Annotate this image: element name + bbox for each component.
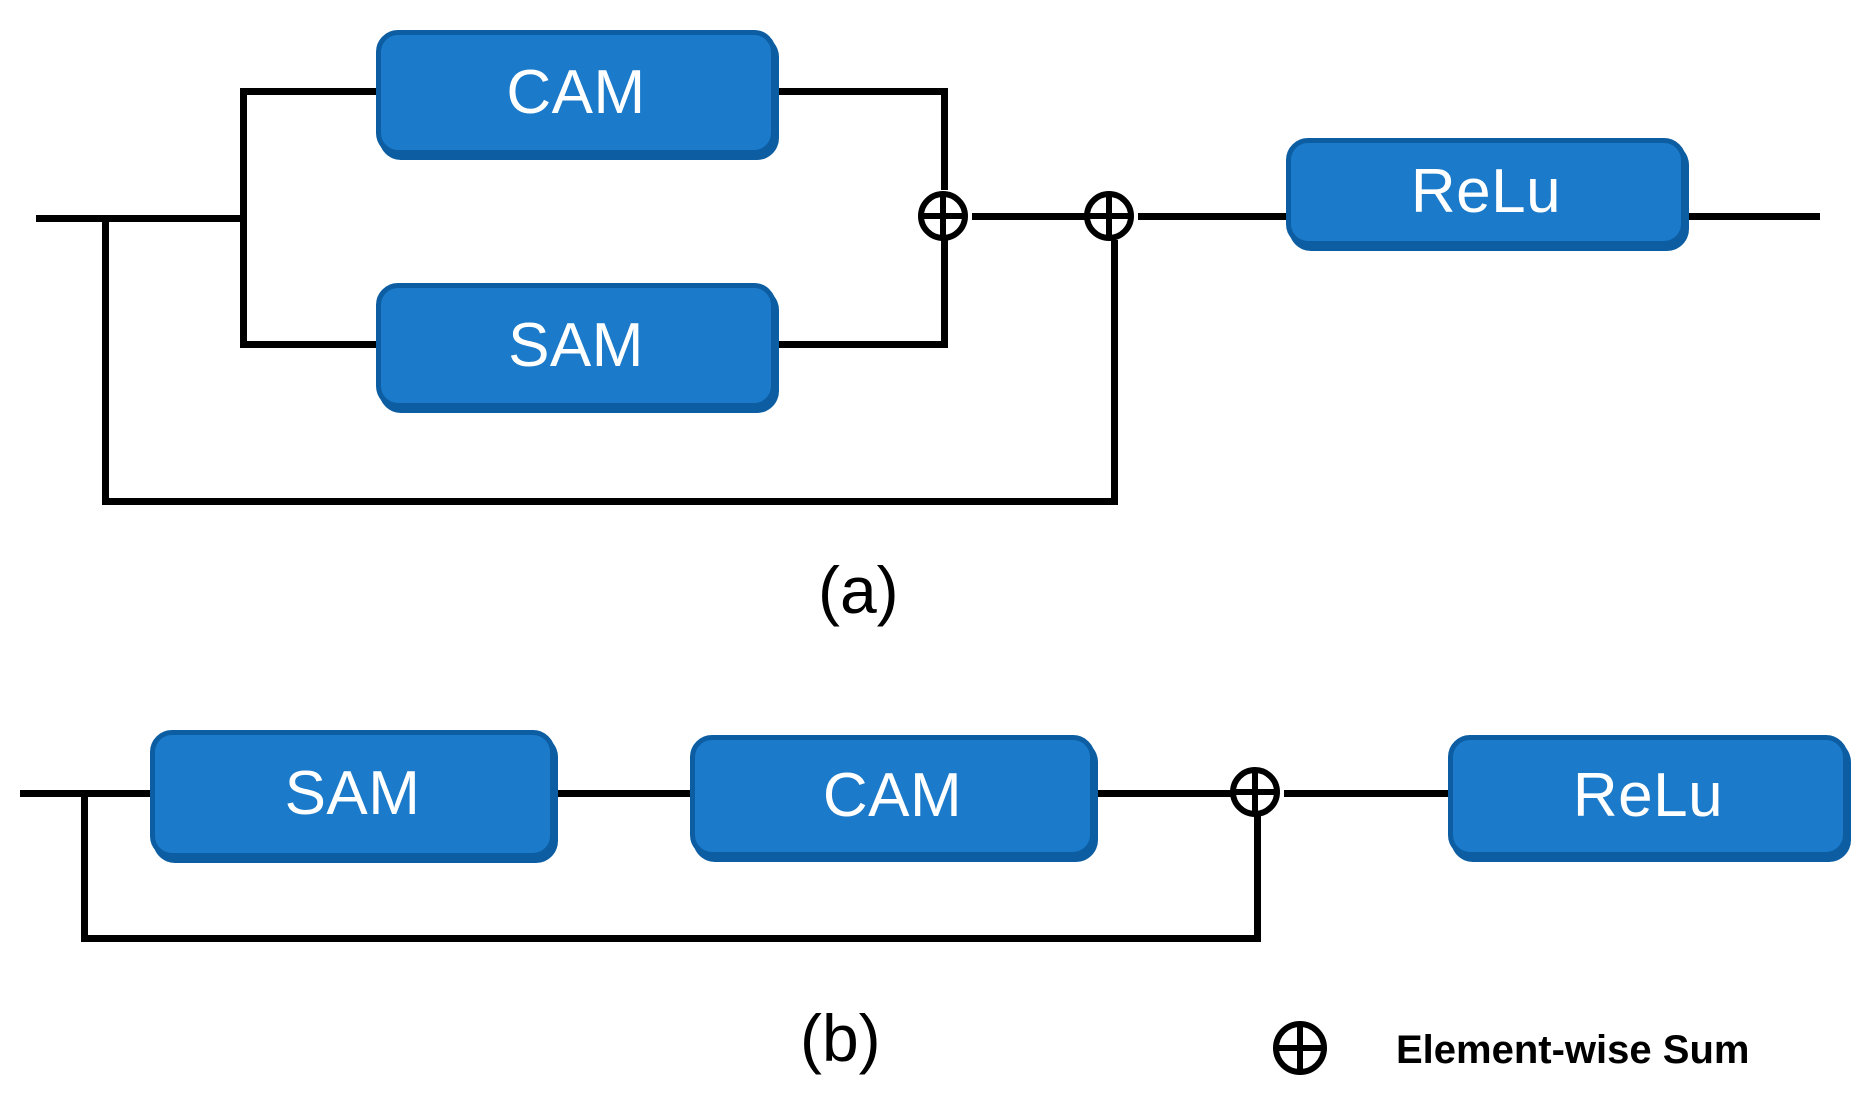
oplus-icon-b-residual bbox=[1229, 766, 1281, 818]
wire-b-input bbox=[20, 790, 156, 797]
caption-subfigure-b: (b) bbox=[800, 1001, 881, 1075]
wire-a-to-cam bbox=[240, 88, 380, 95]
wire-a-cam-riser bbox=[941, 88, 948, 190]
wire-a-cam-out bbox=[770, 88, 948, 95]
module-relu-a-label: ReLu bbox=[1410, 157, 1562, 226]
wire-b-residual-down bbox=[81, 790, 88, 942]
wire-a-residual-down bbox=[102, 215, 109, 505]
module-sam-b[interactable]: SAM bbox=[150, 730, 555, 858]
module-relu-b[interactable]: ReLu bbox=[1448, 735, 1848, 857]
module-sam-b-label: SAM bbox=[284, 759, 421, 828]
wire-b-residual-bottom bbox=[81, 935, 1261, 942]
wire-a-sam-riser bbox=[941, 240, 948, 345]
wire-b-residual-up bbox=[1254, 816, 1261, 942]
oplus-icon-a-residual bbox=[1083, 190, 1135, 242]
wire-b-sam-to-cam bbox=[550, 790, 698, 797]
wire-a-sam-out bbox=[770, 341, 948, 348]
wire-b-sum-to-relu bbox=[1284, 790, 1454, 797]
caption-subfigure-a: (a) bbox=[818, 553, 899, 627]
wire-b-cam-to-sum bbox=[1090, 790, 1235, 797]
module-relu-a[interactable]: ReLu bbox=[1286, 138, 1686, 246]
module-sam-a[interactable]: SAM bbox=[376, 283, 776, 408]
module-cam-b-label: CAM bbox=[822, 761, 963, 830]
wire-a-sum-to-relu bbox=[1138, 213, 1290, 220]
module-cam-a-label: CAM bbox=[506, 57, 646, 127]
module-relu-b-label: ReLu bbox=[1572, 761, 1724, 830]
wire-a-residual-bottom bbox=[102, 498, 1118, 505]
legend-label: Element-wise Sum bbox=[1396, 1028, 1750, 1072]
wire-a-residual-up bbox=[1111, 240, 1118, 505]
module-cam-b[interactable]: CAM bbox=[690, 735, 1095, 857]
oplus-icon-a-parallel bbox=[917, 190, 969, 242]
legend-oplus-icon bbox=[1272, 1020, 1328, 1076]
wire-a-input bbox=[36, 215, 246, 222]
wire-a-to-sam bbox=[240, 341, 380, 348]
module-sam-a-label: SAM bbox=[508, 310, 644, 380]
wire-a-split bbox=[240, 88, 247, 348]
wire-a-output bbox=[1680, 213, 1820, 220]
module-cam-a[interactable]: CAM bbox=[376, 30, 776, 155]
wire-a-sum-to-sum bbox=[972, 213, 1086, 220]
